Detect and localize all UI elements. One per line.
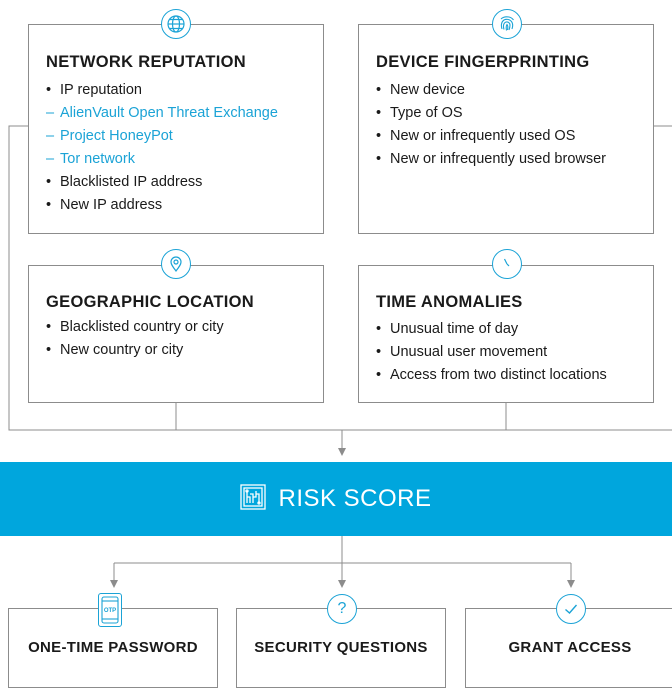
list-item: IP reputation bbox=[46, 79, 278, 102]
list-item: AlienVault Open Threat Exchange bbox=[46, 102, 278, 125]
geographic-location-title: GEOGRAPHIC LOCATION bbox=[46, 293, 254, 311]
time-anomalies-title: TIME ANOMALIES bbox=[376, 293, 523, 311]
list-item: New or infrequently used OS bbox=[376, 125, 606, 148]
globe-icon bbox=[161, 9, 191, 39]
location-pin-icon bbox=[161, 249, 191, 279]
list-item: New IP address bbox=[46, 194, 278, 217]
list-item: Unusual user movement bbox=[376, 341, 607, 364]
list-item: Blacklisted country or city bbox=[46, 316, 224, 339]
one-time-password-title: ONE-TIME PASSWORD bbox=[28, 639, 198, 656]
fingerprint-icon bbox=[492, 9, 522, 39]
question-icon: ? bbox=[327, 594, 357, 624]
clock-icon bbox=[492, 249, 522, 279]
list-item: New country or city bbox=[46, 339, 224, 362]
security-questions-title: SECURITY QUESTIONS bbox=[254, 639, 428, 656]
list-item: Tor network bbox=[46, 148, 278, 171]
list-item: New or infrequently used browser bbox=[376, 148, 606, 171]
device-fingerprinting-list: New device Type of OS New or infrequentl… bbox=[376, 79, 606, 171]
geographic-location-list: Blacklisted country or city New country … bbox=[46, 316, 224, 362]
risk-score-title: RISK SCORE bbox=[278, 485, 432, 512]
otp-icon-text: OTP bbox=[104, 608, 116, 614]
time-anomalies-list: Unusual time of day Unusual user movemen… bbox=[376, 318, 607, 387]
network-reputation-title: NETWORK REPUTATION bbox=[46, 53, 247, 71]
list-item: Type of OS bbox=[376, 102, 606, 125]
list-item: New device bbox=[376, 79, 606, 102]
network-reputation-list: IP reputation AlienVault Open Threat Exc… bbox=[46, 79, 278, 217]
checkmark-icon bbox=[556, 594, 586, 624]
network-reputation-box: NETWORK REPUTATION IP reputation AlienVa… bbox=[28, 24, 324, 234]
list-item: Project HoneyPot bbox=[46, 125, 278, 148]
device-fingerprinting-box: DEVICE FINGERPRINTING New device Type of… bbox=[358, 24, 654, 234]
device-fingerprinting-title: DEVICE FINGERPRINTING bbox=[376, 53, 590, 71]
circuit-icon bbox=[240, 483, 267, 515]
time-anomalies-box: TIME ANOMALIES Unusual time of day Unusu… bbox=[358, 265, 654, 403]
question-mark-glyph: ? bbox=[337, 600, 347, 617]
risk-score-band: RISK SCORE bbox=[0, 462, 672, 536]
list-item: Blacklisted IP address bbox=[46, 171, 278, 194]
list-item: Unusual time of day bbox=[376, 318, 607, 341]
geographic-location-box: GEOGRAPHIC LOCATION Blacklisted country … bbox=[28, 265, 324, 403]
grant-access-title: GRANT ACCESS bbox=[508, 639, 632, 656]
list-item: Access from two distinct locations bbox=[376, 364, 607, 387]
otp-phone-icon: OTP bbox=[98, 593, 122, 627]
